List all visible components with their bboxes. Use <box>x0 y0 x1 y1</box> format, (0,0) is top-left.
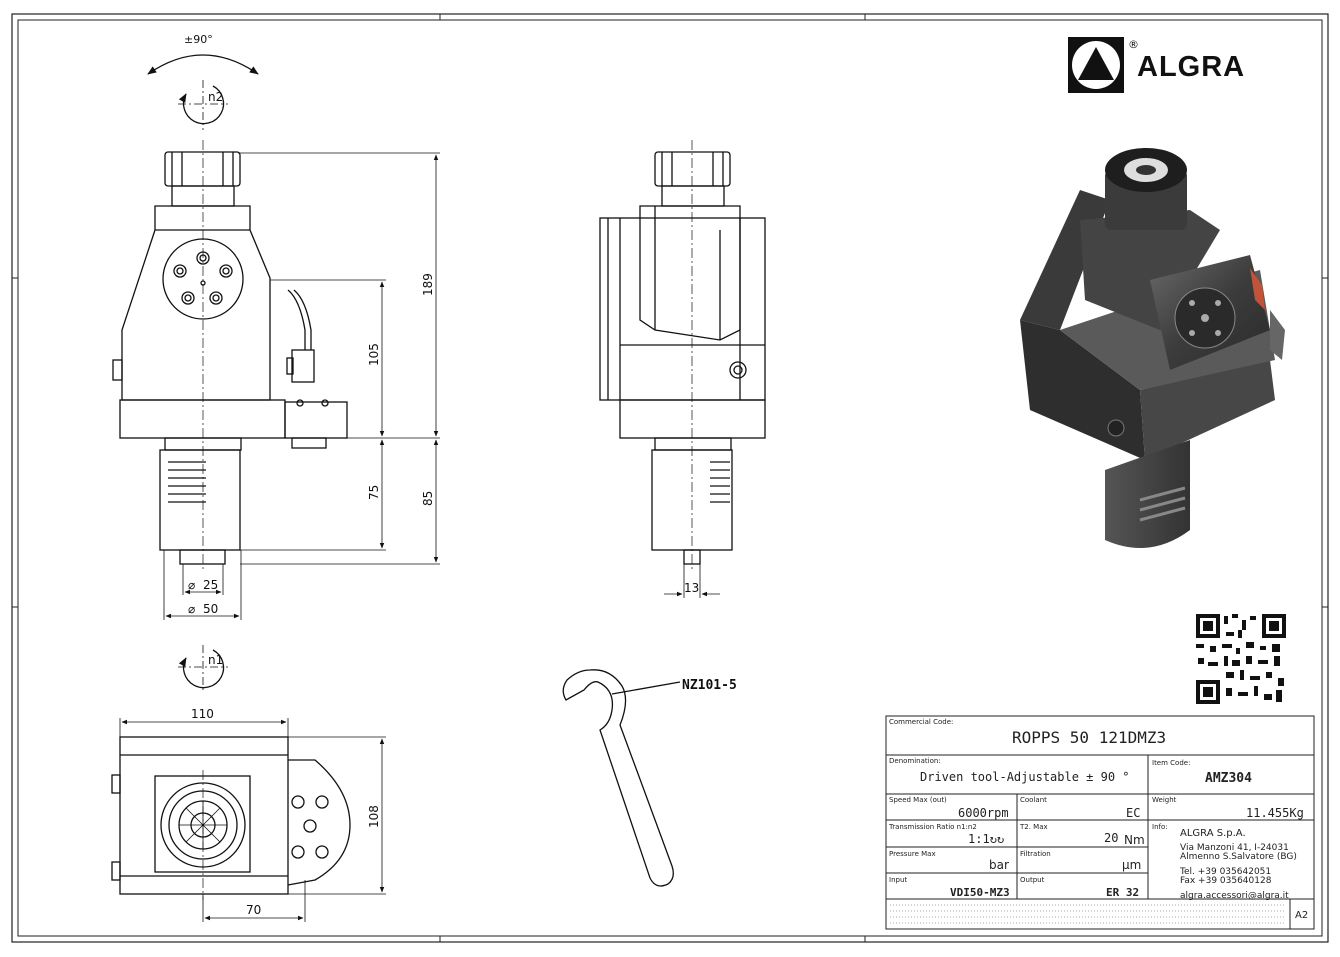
front-view: ±90° n2 <box>112 33 348 570</box>
sheet-frame <box>11 13 1329 943</box>
output-value: ER 32 <box>1106 886 1139 899</box>
company-fax: Fax +39 035640128 <box>1180 876 1272 886</box>
torque-label: T2. Max <box>1019 823 1048 831</box>
algra-logo: ® ALGRA <box>1068 37 1245 93</box>
item-code: AMZ304 <box>1205 771 1252 786</box>
qr-code <box>1196 614 1286 704</box>
hook-wrench <box>562 669 681 887</box>
dim-dia-25: 25 <box>203 578 218 592</box>
dim-110: 110 <box>191 707 214 721</box>
dim-85: 85 <box>421 491 435 506</box>
title-block <box>885 715 1315 930</box>
dim-dia-symbol-25: ⌀ <box>188 578 195 592</box>
company-address-1: Via Manzoni 41, I-24031 <box>1180 843 1289 853</box>
speed-value: 6000rpm <box>958 806 1009 820</box>
rotation-label: ±90° <box>184 33 213 46</box>
bottom-view: n1 <box>111 645 351 900</box>
input-value: VDI50-MZ3 <box>950 886 1010 899</box>
item-code-label: Item Code: <box>1152 759 1190 767</box>
torque-unit: Nm <box>1124 833 1145 847</box>
denomination: Driven tool-Adjustable ± 90 ° <box>920 770 1130 784</box>
ratio-label: Transmission Ratio n1:n2 <box>888 823 977 831</box>
info-label: Info: <box>1152 823 1168 831</box>
torque-value: 20 <box>1104 831 1118 845</box>
company-address-2: Almenno S.Salvatore (BG) <box>1180 852 1297 862</box>
weight-value: 11.455Kg <box>1246 806 1304 820</box>
sheet-size: A2 <box>1295 910 1308 921</box>
coolant-value: EC <box>1126 806 1140 820</box>
commercial-code: ROPPS 50 121DMZ3 <box>1012 728 1166 747</box>
ratio-value: 1:1↻↻ <box>968 832 1004 846</box>
n2-label: n2 <box>208 90 223 104</box>
filtration-label: Filtration <box>1020 850 1051 858</box>
rotation-n2-icon <box>178 85 225 125</box>
wrench-code: NZ101-5 <box>682 678 737 693</box>
speed-label: Speed Max (out) <box>889 796 947 804</box>
dim-13: 13 <box>684 581 699 595</box>
isometric-render <box>1020 148 1285 548</box>
pressure-value: bar <box>989 858 1009 872</box>
output-label: Output <box>1020 876 1045 884</box>
company-name: ALGRA S.p.A. <box>1180 828 1246 839</box>
side-view <box>599 140 766 570</box>
filtration-value: µm <box>1122 858 1141 872</box>
dim-108: 108 <box>367 805 381 828</box>
coolant-label: Coolant <box>1020 796 1047 804</box>
n1-label: n1 <box>208 653 223 667</box>
title-block-text: Commercial Code: ROPPS 50 121DMZ3 Denomi… <box>888 718 1308 921</box>
commercial-code-label: Commercial Code: <box>889 718 953 726</box>
brand-name: ALGRA <box>1137 51 1245 83</box>
dim-189: 189 <box>421 273 435 296</box>
front-dimensions <box>163 152 440 620</box>
dim-105: 105 <box>367 343 381 366</box>
bottom-dimensions <box>119 718 386 922</box>
pressure-label: Pressure Max <box>889 850 936 858</box>
side-dimensions <box>664 564 720 598</box>
registered-mark: ® <box>1128 38 1139 51</box>
dim-dia-symbol-50: ⌀ <box>188 602 195 616</box>
company-tel: Tel. +39 035642051 <box>1179 867 1271 877</box>
company-email: algra.accessori@algra.it <box>1180 891 1289 901</box>
dim-75: 75 <box>367 485 381 500</box>
rotation-n1-icon <box>178 649 225 689</box>
dim-70: 70 <box>246 903 261 917</box>
denomination-label: Denomination: <box>889 757 941 765</box>
input-label: Input <box>889 876 907 884</box>
weight-label: Weight <box>1152 796 1177 804</box>
dim-dia-50: 50 <box>203 602 218 616</box>
